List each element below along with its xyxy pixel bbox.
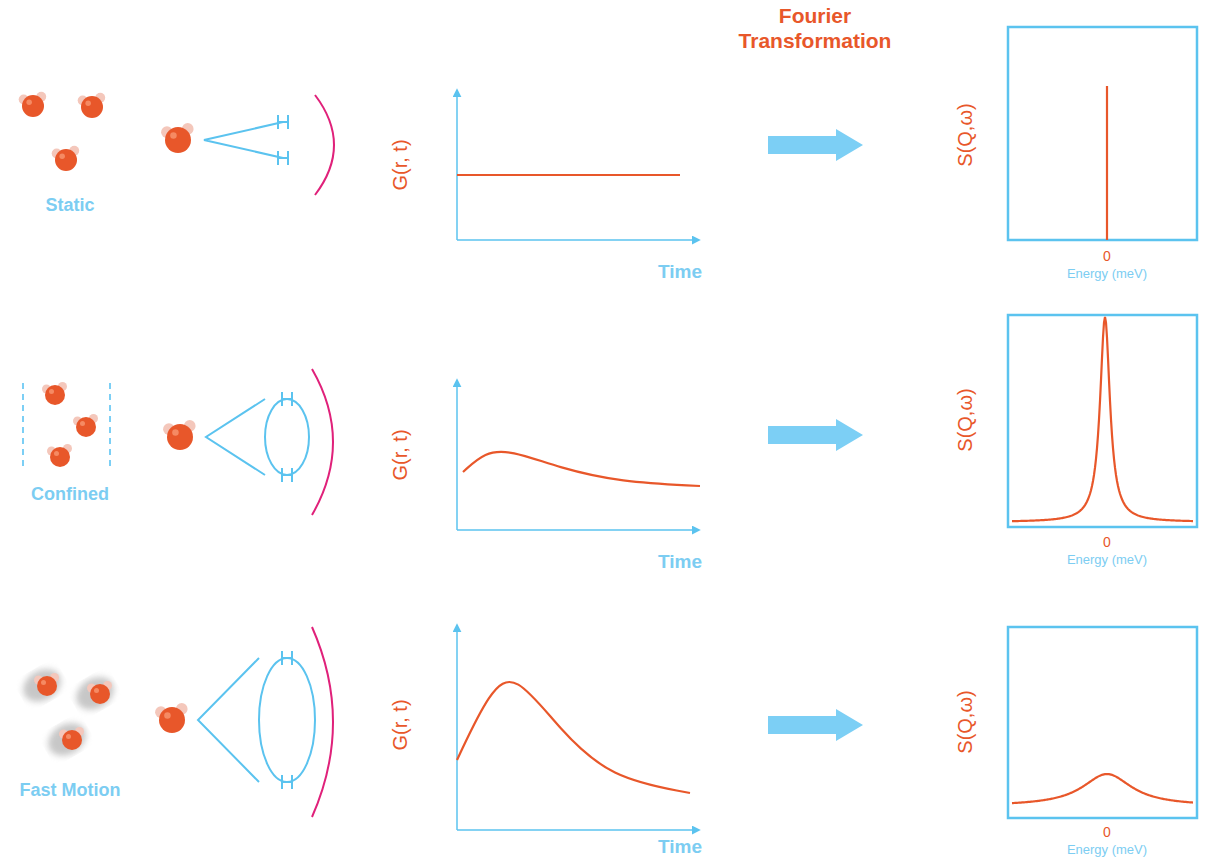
detector-mark: [282, 468, 292, 482]
axis-label: Time: [658, 261, 702, 283]
water-molecule: [42, 382, 67, 405]
tick-label: 0: [1103, 248, 1111, 264]
detector-mark: [278, 115, 288, 129]
water-molecule: [17, 662, 67, 708]
water-molecule: [155, 703, 188, 733]
fourier-arrow: [768, 419, 863, 451]
detector-arc: [312, 369, 333, 515]
axis-label: Energy (meV): [1067, 552, 1147, 567]
correlation-curve: [457, 174, 680, 176]
scatter-ring: [259, 658, 315, 782]
spectrum-frame: [1008, 315, 1197, 527]
g-axes: [457, 625, 699, 830]
scatter-cone: [204, 122, 283, 158]
scatter-cone: [206, 399, 265, 475]
state-label: Confined: [31, 484, 109, 505]
water-molecule: [47, 444, 72, 467]
confinement-wall: [109, 383, 111, 470]
g-axes: [457, 380, 699, 530]
spectrum-peak: [1012, 774, 1193, 803]
detector-arc: [315, 95, 334, 195]
correlation-curve: [463, 452, 700, 486]
tick-label: 0: [1103, 824, 1111, 840]
spectrum-peak: [1012, 317, 1193, 521]
axis-label: Time: [658, 836, 702, 858]
water-molecule: [70, 670, 120, 716]
detector-arc: [312, 627, 333, 817]
fourier-arrow: [768, 129, 863, 161]
correlation-curve: [457, 682, 690, 793]
water-molecule: [163, 420, 196, 450]
axis-label: S(Q,ω): [954, 103, 977, 166]
axis-label: G(r, t): [389, 699, 412, 750]
confinement-wall: [22, 383, 24, 470]
fourier-arrow: [768, 709, 863, 741]
water-molecule: [19, 92, 46, 117]
state-label: Static: [45, 195, 94, 216]
axis-label: Energy (meV): [1067, 842, 1147, 857]
diagram-title: Fourier Transformation: [730, 3, 900, 53]
detector-mark: [282, 392, 292, 406]
water-molecule: [161, 123, 194, 153]
spectrum-peak: [1106, 86, 1108, 240]
tick-label: 0: [1103, 534, 1111, 550]
water-molecule: [78, 93, 106, 118]
spectrum-frame: [1008, 27, 1197, 240]
spectrum-frame: [1008, 627, 1197, 818]
axis-label: S(Q,ω): [954, 388, 977, 451]
scatter-cone: [198, 658, 259, 782]
water-molecule: [42, 716, 92, 762]
state-label: Fast Motion: [20, 780, 121, 801]
axis-label: S(Q,ω): [954, 690, 977, 753]
g-axes: [457, 90, 699, 240]
scatter-ring: [265, 399, 309, 475]
axis-label: G(r, t): [389, 429, 412, 480]
axis-label: G(r, t): [389, 139, 412, 190]
detector-mark: [278, 151, 288, 165]
axis-label: Time: [658, 551, 702, 573]
water-molecule: [73, 414, 98, 437]
water-molecule: [52, 146, 80, 171]
axis-label: Energy (meV): [1067, 266, 1147, 281]
detector-mark: [282, 775, 292, 789]
detector-mark: [282, 651, 292, 665]
